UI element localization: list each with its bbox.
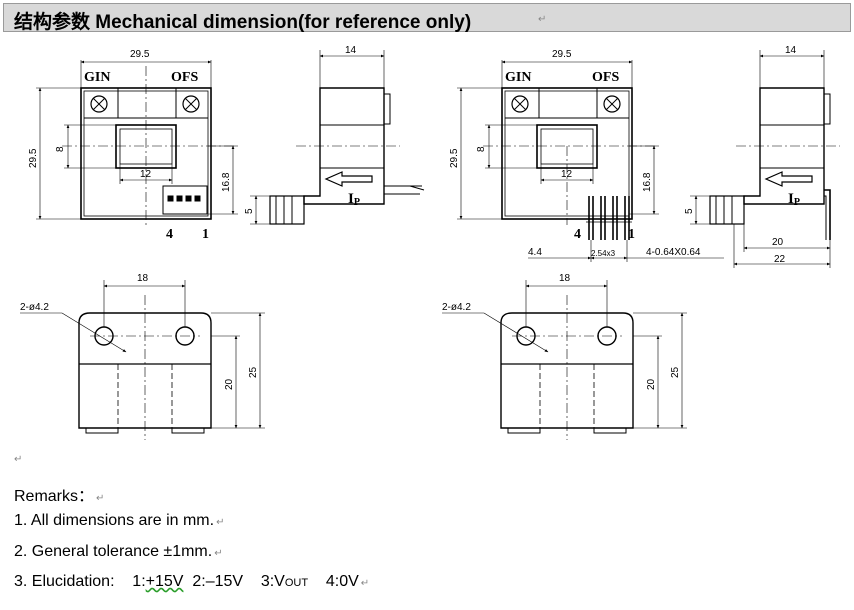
dim-16-8-right: 16.8 xyxy=(642,172,653,192)
front-view-right xyxy=(457,60,724,262)
label-ofs-right: OFS xyxy=(592,70,619,85)
pin-4-label-left: 4 xyxy=(166,227,173,242)
dim-pitch: 2.54x3 xyxy=(591,249,616,258)
section-title: 结构参数 Mechanical dimension(for reference … xyxy=(14,12,472,33)
blank-line: ↵ xyxy=(14,454,23,465)
section-header: 结构参数 Mechanical dimension(for reference … xyxy=(3,3,851,33)
dim-25-left: 25 xyxy=(248,366,259,378)
dim-5-left: 5 xyxy=(244,208,255,214)
dim-18-left: 18 xyxy=(137,273,149,284)
ofs-screw-icon-right xyxy=(603,95,621,113)
gin-screw-icon xyxy=(90,95,108,113)
side-view-left xyxy=(250,50,425,225)
note-2: 2. General tolerance ±1mm.↵ xyxy=(14,543,223,560)
dim-4-4: 4.4 xyxy=(528,247,542,258)
remarks-heading: Remarks：↵ xyxy=(14,488,105,505)
ofs-screw-icon xyxy=(182,95,200,113)
dim-22-right: 22 xyxy=(774,254,786,265)
current-arrow-icon xyxy=(324,171,373,187)
dim-height-right: 29.5 xyxy=(449,148,460,168)
ip-label-right: IP xyxy=(788,191,800,208)
dim-depth-right: 14 xyxy=(785,45,797,56)
dim-pin-size: 4-0.64X0.64 xyxy=(646,247,701,258)
current-arrow-icon-right xyxy=(764,171,813,187)
pin-4-label-right: 4 xyxy=(574,227,581,242)
side-view-right xyxy=(690,50,840,268)
dim-height-left: 29.5 xyxy=(28,148,39,168)
front-view-left xyxy=(36,60,238,225)
mechanical-drawing: 29.5 GIN OFS 29.5 8 12 16.8 4 1 14 5 IP xyxy=(20,45,840,440)
dim-16-8-left: 16.8 xyxy=(221,172,232,192)
ip-label-left: IP xyxy=(348,191,360,208)
dim-width-left: 29.5 xyxy=(130,49,150,60)
dim-depth-left: 14 xyxy=(345,45,357,56)
dim-aperture-width-left: 12 xyxy=(140,169,152,180)
pin-1-label-right: 1 xyxy=(628,227,635,242)
dim-aperture-width-right: 12 xyxy=(561,169,573,180)
hole-label-left: 2-ø4.2 xyxy=(20,302,49,313)
pin-1-label-left: 1 xyxy=(202,227,209,242)
label-ofs-left: OFS xyxy=(171,70,198,85)
dim-aperture-right: 8 xyxy=(476,146,487,152)
note-1: 1. All dimensions are in mm.↵ xyxy=(14,512,225,529)
hole-label-right: 2-ø4.2 xyxy=(442,302,471,313)
dim-20-base-right: 20 xyxy=(646,378,657,390)
dim-5-right: 5 xyxy=(684,208,695,214)
dim-aperture-left: 8 xyxy=(55,146,66,152)
dim-20-right: 20 xyxy=(772,237,784,248)
return-mark: ↵ xyxy=(538,14,547,25)
dim-25-right: 25 xyxy=(670,366,681,378)
base-view-right xyxy=(442,280,687,440)
label-gin-left: GIN xyxy=(84,70,110,85)
base-view-left xyxy=(20,280,265,440)
gin-screw-icon-right xyxy=(511,95,529,113)
dim-width-right: 29.5 xyxy=(552,49,572,60)
note-3: 3. Elucidation: 1:+15V 2:–15V 3:VOUT 4:0… xyxy=(14,573,370,590)
label-gin-right: GIN xyxy=(505,70,531,85)
dim-18-right: 18 xyxy=(559,273,571,284)
dim-20-left: 20 xyxy=(224,378,235,390)
